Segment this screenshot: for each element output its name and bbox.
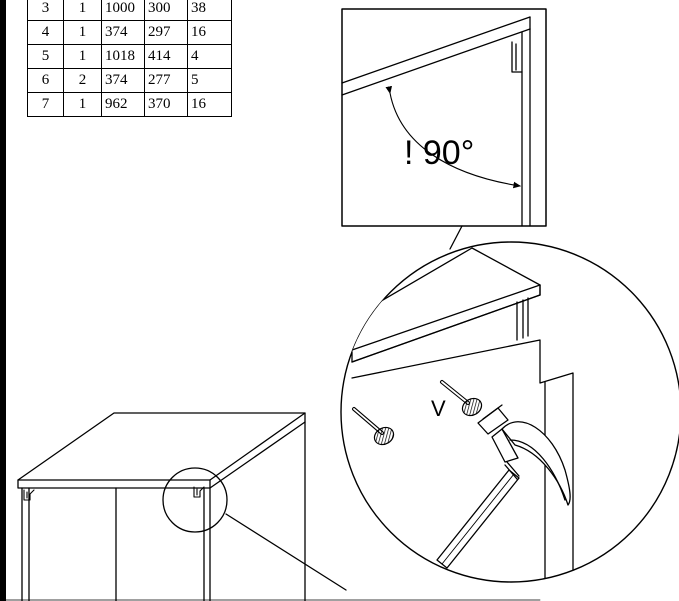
- table-cell: 962: [101, 92, 145, 117]
- hammer-icon: [436, 404, 571, 569]
- table-cell: 2: [63, 68, 102, 93]
- table-cell: 1: [63, 92, 102, 117]
- table-row: 5 1 1018 414 4: [27, 44, 232, 69]
- table-cell: 16: [187, 20, 232, 45]
- table-row: 7 1 962 370 16: [27, 92, 232, 117]
- cabinet-outline: [17, 412, 306, 601]
- table-row: 4 1 374 297 16: [27, 20, 232, 45]
- magnified-detail-circle: [340, 241, 679, 583]
- detail-highlight-circle: [162, 467, 228, 533]
- table-cell: 414: [144, 44, 188, 69]
- parts-table: 3 1 1000 300 38 4 1 374 297 16 5 1 1018 …: [27, 0, 232, 117]
- table-cell: 4: [187, 44, 232, 69]
- table-cell: 370: [144, 92, 188, 117]
- table-cell: 297: [144, 20, 188, 45]
- corner-detail-box: [341, 8, 547, 227]
- nail-right: [440, 380, 483, 417]
- angle-label: ! 90°: [404, 134, 475, 172]
- nail-left: [352, 407, 395, 446]
- callout-connector: [449, 225, 463, 250]
- left-border-bar: [0, 0, 6, 601]
- table-cell: 1018: [101, 44, 145, 69]
- table-cell: 1000: [101, 0, 145, 21]
- callout-connector: [225, 513, 347, 591]
- table-cell: 16: [187, 92, 232, 117]
- mark-label: V: [431, 396, 446, 421]
